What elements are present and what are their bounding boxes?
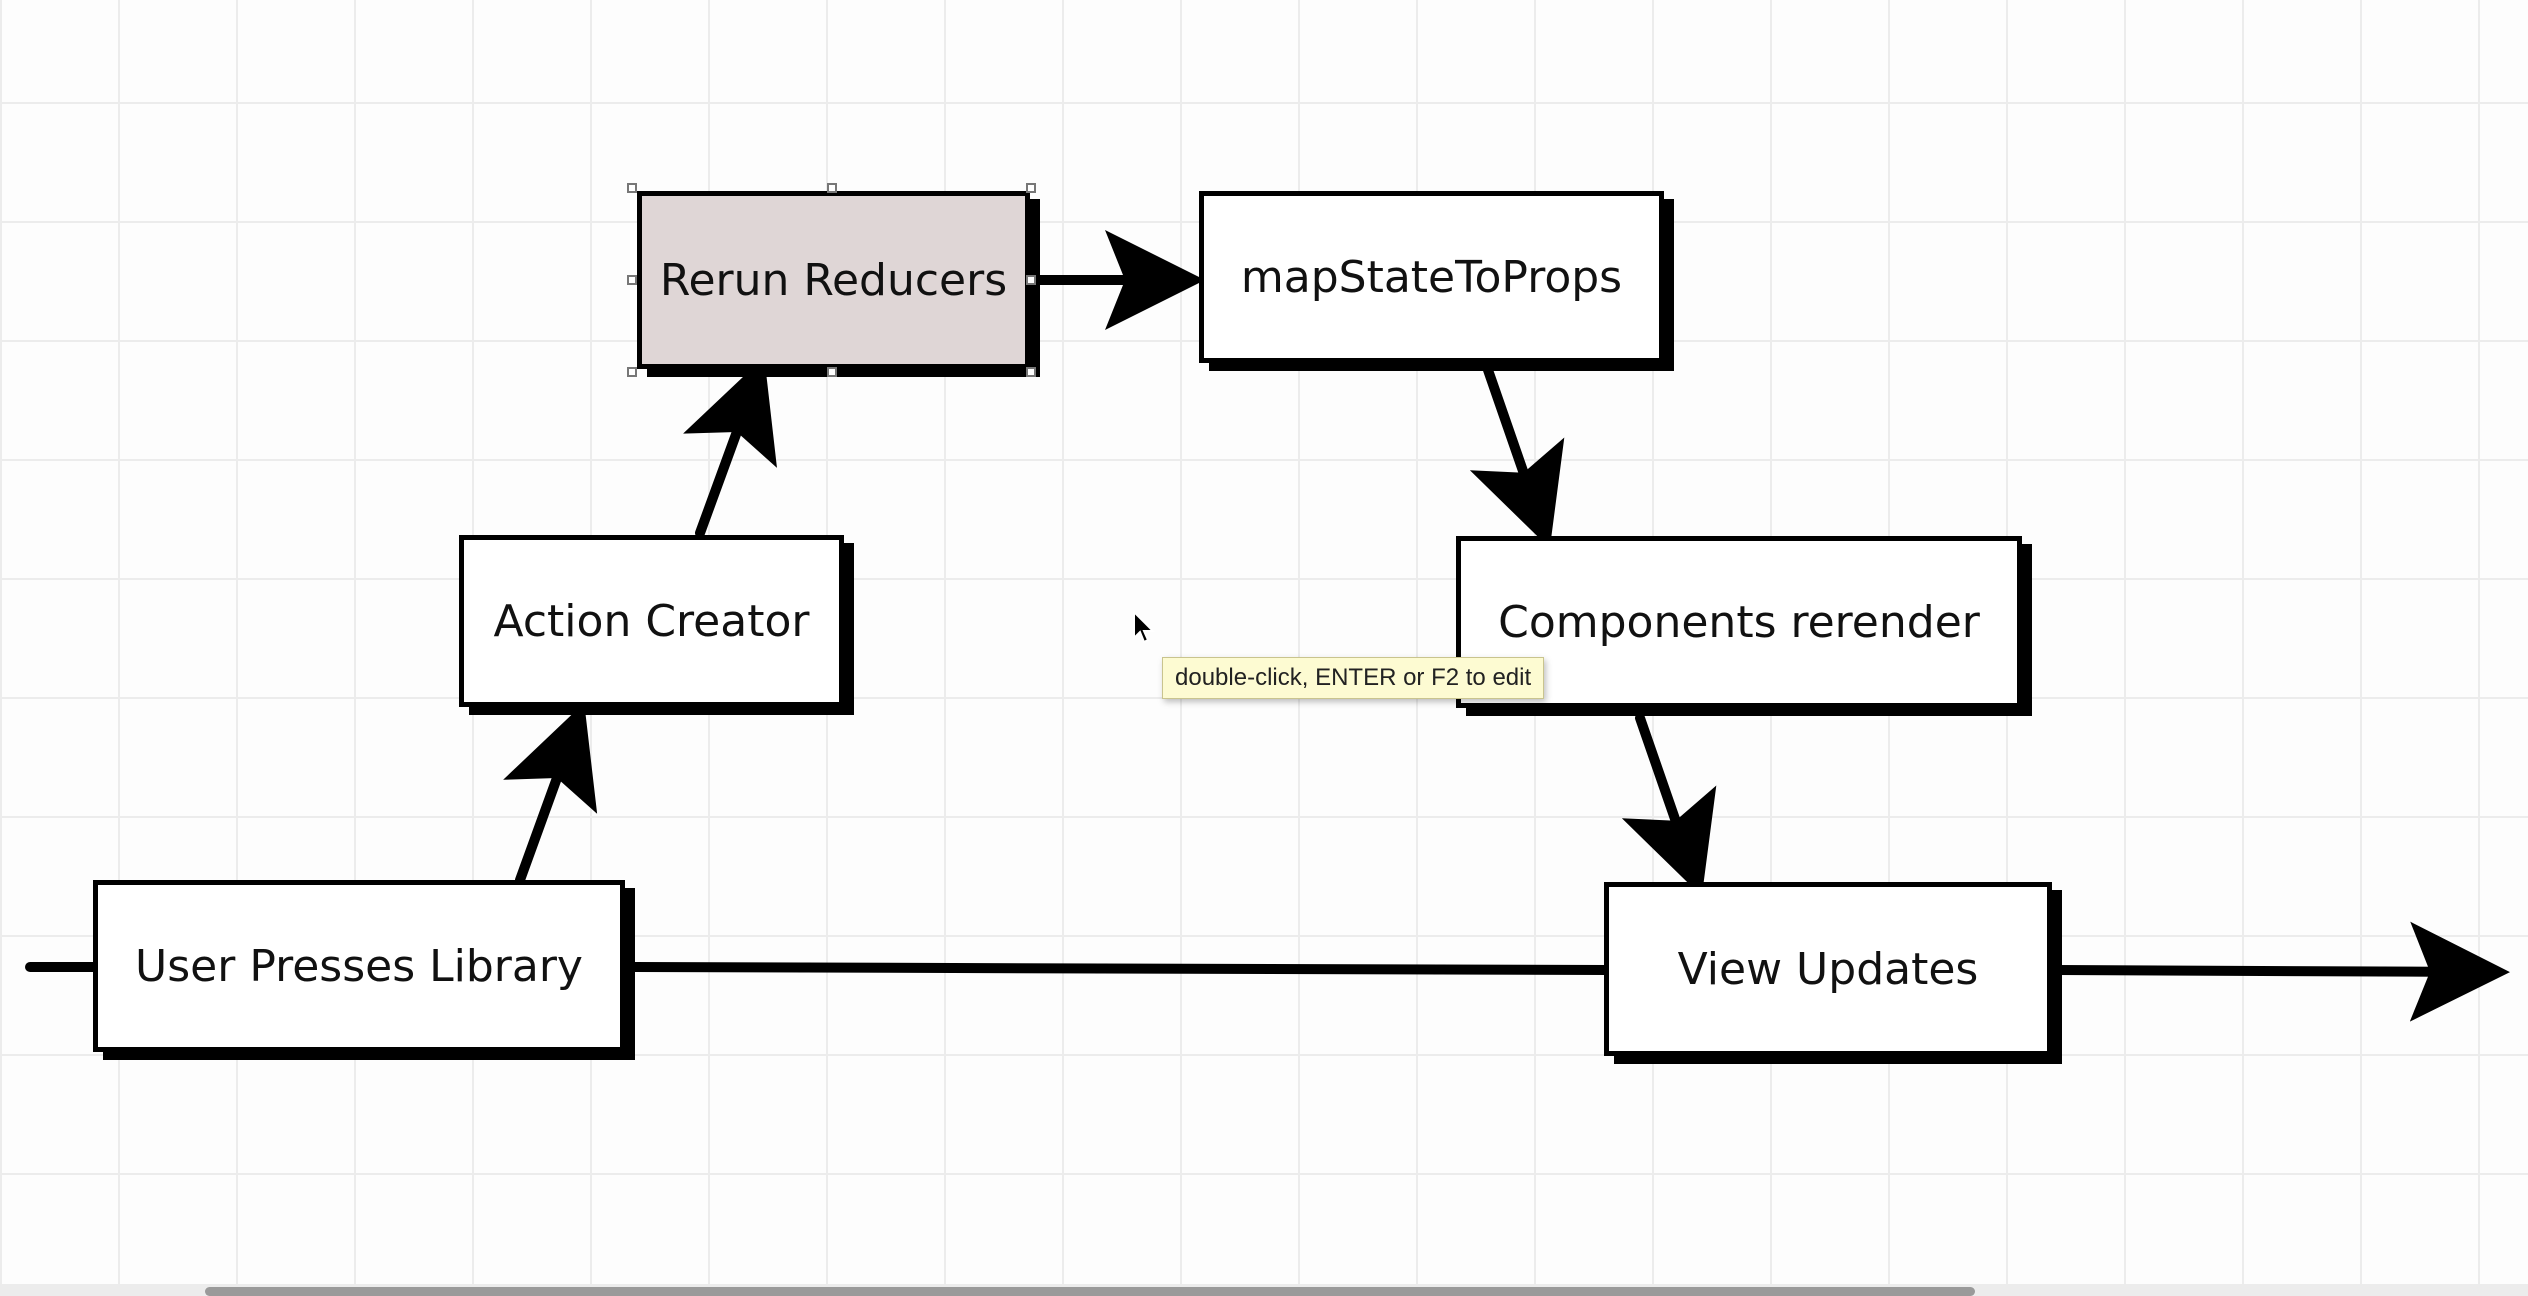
node-label: Action Creator (493, 595, 810, 647)
resize-handle-right[interactable] (1026, 275, 1036, 285)
node-label: Rerun Reducers (659, 254, 1008, 306)
arrow-components-to-view[interactable] (1621, 713, 1717, 897)
resize-handle-bottom-right[interactable] (1026, 367, 1036, 377)
resize-handle-top[interactable] (827, 183, 837, 193)
arrow-action-to-reducers[interactable] (683, 356, 777, 538)
arrow-mapstate-to-components[interactable] (1469, 365, 1565, 549)
resize-handle-top-right[interactable] (1026, 183, 1036, 193)
resize-handle-bottom[interactable] (827, 367, 837, 377)
node-view-updates[interactable]: View Updates (1604, 882, 2052, 1056)
resize-handle-bottom-left[interactable] (627, 367, 637, 377)
horizontal-scrollbar-thumb[interactable] (205, 1287, 1975, 1296)
node-label: View Updates (1677, 943, 1979, 995)
node-label: User Presses Library (135, 940, 583, 992)
node-components-rerender[interactable]: Components rerender (1456, 536, 2022, 708)
mouse-pointer-icon (1133, 610, 1156, 644)
node-user-presses-library[interactable]: User Presses Library (93, 880, 625, 1052)
node-rerun-reducers[interactable]: Rerun Reducers (637, 191, 1030, 369)
node-action-creator[interactable]: Action Creator (459, 535, 844, 707)
arrow-user-to-action[interactable] (503, 702, 598, 885)
resize-handle-top-left[interactable] (627, 183, 637, 193)
timeline-arrow-right[interactable] (2053, 921, 2510, 1022)
edit-hint-tooltip: double-click, ENTER or F2 to edit (1162, 657, 1545, 699)
timeline-line-middle[interactable] (620, 962, 1613, 975)
resize-handle-left[interactable] (627, 275, 637, 285)
node-label: mapStateToProps (1240, 251, 1623, 303)
node-map-state-to-props[interactable]: mapStateToProps (1199, 191, 1664, 363)
node-label: Components rerender (1498, 596, 1980, 648)
